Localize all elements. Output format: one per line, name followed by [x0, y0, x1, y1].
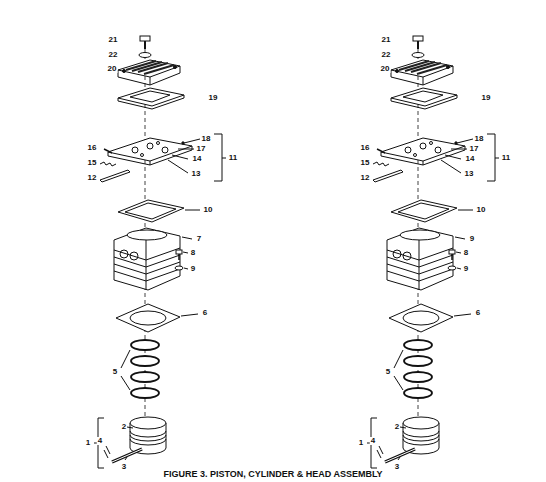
callout-number: 13	[464, 170, 475, 178]
callout-number: 17	[196, 145, 207, 153]
callout-number: 9	[190, 265, 196, 273]
callout-number: 3	[121, 463, 127, 471]
callout-number: 21	[108, 36, 119, 44]
callout-number: 4	[370, 437, 376, 445]
callout-number: 14	[192, 155, 203, 163]
callout-number: 16	[360, 144, 371, 152]
callout-number: 9	[469, 235, 475, 243]
callout-number: 2	[394, 423, 400, 431]
figure-caption: FIGURE 3. PISTON, CYLINDER & HEAD ASSEMB…	[0, 470, 546, 479]
callout-number: 6	[475, 309, 481, 317]
callout-number: 20	[107, 65, 118, 73]
callout-number: 19	[481, 94, 492, 102]
callout-number: 13	[191, 170, 202, 178]
callout-number: 4	[97, 437, 103, 445]
callout-number: 7	[196, 235, 202, 243]
callout-number: 1	[85, 439, 91, 447]
callout-number: 8	[190, 249, 196, 257]
callout-number: 9	[463, 265, 469, 273]
callout-number: 3	[394, 463, 400, 471]
callout-number: 15	[360, 159, 371, 167]
callout-number: 8	[463, 249, 469, 257]
callout-number: 6	[202, 309, 208, 317]
callout-number: 14	[465, 155, 476, 163]
callout-number: 5	[112, 368, 118, 376]
callout-number: 20	[380, 65, 391, 73]
callout-number: 21	[381, 36, 392, 44]
callout-number: 5	[385, 368, 391, 376]
callout-number: 11	[228, 154, 238, 162]
callout-number: 1	[358, 439, 364, 447]
callout-number: 12	[87, 174, 98, 182]
callout-number: 18	[201, 135, 212, 143]
callout-number: 17	[469, 145, 480, 153]
right-assembly-view	[367, 36, 499, 468]
callout-number: 10	[203, 206, 214, 214]
callout-number: 22	[108, 51, 119, 59]
callout-number: 12	[360, 174, 371, 182]
left-assembly-view	[94, 36, 226, 468]
callout-number: 19	[208, 94, 219, 102]
callout-number: 16	[87, 144, 98, 152]
callout-number: 15	[87, 159, 98, 167]
callout-number: 22	[381, 51, 392, 59]
callout-number: 2	[121, 423, 127, 431]
callout-number: 10	[476, 206, 487, 214]
callout-number: 18	[474, 135, 485, 143]
callout-number: 11	[501, 154, 511, 162]
